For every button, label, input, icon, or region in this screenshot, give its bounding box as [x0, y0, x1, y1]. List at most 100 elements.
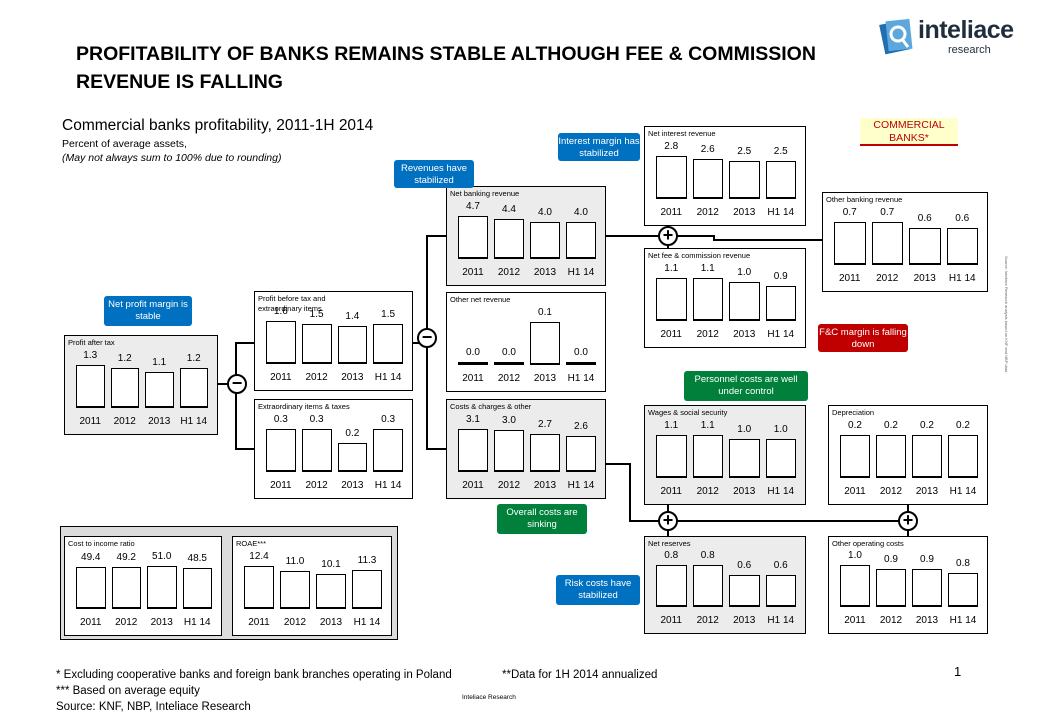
bar — [765, 160, 796, 199]
bar — [458, 215, 488, 259]
page-title: PROFITABILITY OF BANKS REMAINS STABLE AL… — [76, 43, 816, 93]
category-label: H1 14 — [567, 373, 595, 384]
bar — [316, 573, 346, 609]
category-label: H1 14 — [767, 486, 795, 497]
chart-unit-note: Percent of average assets, — [62, 138, 187, 150]
bar — [765, 438, 796, 478]
chart-title: Other net revenue — [450, 295, 511, 304]
data-label: 1.2 — [186, 353, 201, 365]
data-label: 49.2 — [116, 552, 136, 564]
data-label: 49.4 — [81, 552, 101, 564]
bar — [530, 321, 560, 365]
data-label: 0.3 — [309, 413, 324, 425]
category-label: 2012 — [113, 416, 136, 427]
category-label: 2011 — [270, 480, 292, 491]
bar — [280, 570, 310, 609]
category-label: 2011 — [248, 617, 270, 628]
category-label: 2011 — [660, 615, 682, 626]
data-label: 1.5 — [309, 308, 324, 320]
category-label: 2013 — [150, 617, 173, 628]
data-label: 0.3 — [381, 413, 396, 425]
data-label: 0.6 — [955, 213, 970, 225]
bar — [692, 277, 723, 321]
category-label: 2013 — [733, 207, 756, 218]
category-label: 2013 — [733, 615, 756, 626]
data-label: 0.0 — [466, 347, 480, 358]
data-label: 0.7 — [880, 206, 895, 218]
callout-net-profit: Net profit margin is stable — [104, 296, 192, 326]
category-label: H1 14 — [353, 617, 381, 628]
category-label: 2012 — [879, 615, 903, 626]
bar — [566, 222, 596, 259]
bar — [147, 565, 177, 609]
data-label: 1.1 — [664, 262, 679, 274]
data-label: 4.0 — [538, 207, 552, 219]
category-label: H1 14 — [767, 207, 795, 218]
bar — [656, 277, 687, 321]
data-label: 2.5 — [773, 145, 788, 157]
bar — [948, 434, 978, 478]
category-label: H1 14 — [767, 329, 795, 340]
category-label: 2011 — [844, 486, 866, 497]
bar — [337, 326, 368, 364]
data-label: 0.0 — [574, 347, 588, 358]
bar — [871, 221, 903, 265]
bar — [530, 434, 560, 472]
data-label: 1.0 — [737, 266, 752, 278]
data-label: 0.2 — [848, 419, 862, 431]
data-label: 12.4 — [249, 550, 269, 562]
data-label: 0.9 — [920, 553, 934, 565]
bar — [729, 160, 760, 199]
data-label: 2.7 — [538, 419, 552, 431]
bar — [266, 428, 296, 472]
data-label: 2.8 — [664, 140, 679, 152]
chart-title: Other operating costs — [832, 539, 904, 548]
category-label: 2012 — [696, 486, 719, 497]
chart-title: Net reserves — [648, 539, 691, 548]
logo-emblem-icon — [879, 18, 913, 55]
category-label: 2011 — [462, 480, 484, 491]
bar — [494, 430, 524, 472]
minus-operator-icon: − — [417, 328, 437, 348]
bar — [110, 368, 139, 408]
data-label: 3.1 — [466, 413, 480, 425]
bar — [948, 573, 978, 607]
category-label: 2011 — [660, 486, 682, 497]
chart-profit-before-tax: Profit before tax and extraordinary item… — [254, 291, 413, 391]
chart-title: Profit after tax — [68, 338, 115, 347]
chart-subtitle: Commercial banks profitability, 2011-1H … — [62, 117, 374, 134]
bar — [840, 564, 870, 607]
data-label: 0.6 — [773, 560, 788, 572]
chart-title: Cost to income ratio — [68, 539, 135, 548]
bar — [765, 285, 796, 321]
category-label: 2013 — [913, 273, 936, 284]
data-label: 3.0 — [502, 415, 516, 427]
category-label: 2013 — [915, 486, 939, 497]
category-label: 2012 — [696, 329, 719, 340]
category-label: H1 14 — [949, 486, 977, 497]
category-label: 2013 — [733, 486, 756, 497]
bar — [352, 569, 382, 609]
plus-operator-icon: + — [658, 511, 678, 531]
logo-name: inteliace — [918, 16, 1014, 44]
chart-title: Net fee & commission revenue — [648, 251, 751, 260]
bar — [458, 362, 488, 365]
plus-operator-icon: + — [658, 226, 678, 246]
category-label: 2012 — [283, 617, 307, 628]
bar — [912, 434, 942, 478]
data-label: 0.2 — [956, 419, 970, 431]
data-label: 0.8 — [700, 549, 715, 561]
data-label: 1.0 — [737, 423, 752, 435]
callout-revenues: Revenues have stabilized — [394, 160, 474, 188]
category-label: 2012 — [115, 617, 138, 628]
category-label: 2011 — [660, 207, 682, 218]
data-label: 4.7 — [466, 200, 480, 212]
bar — [765, 575, 796, 607]
plus-operator-icon: + — [898, 511, 918, 531]
category-label: 2011 — [462, 267, 484, 278]
bar — [909, 228, 941, 265]
data-label: 2.6 — [700, 143, 715, 155]
category-label: 2012 — [305, 372, 328, 383]
